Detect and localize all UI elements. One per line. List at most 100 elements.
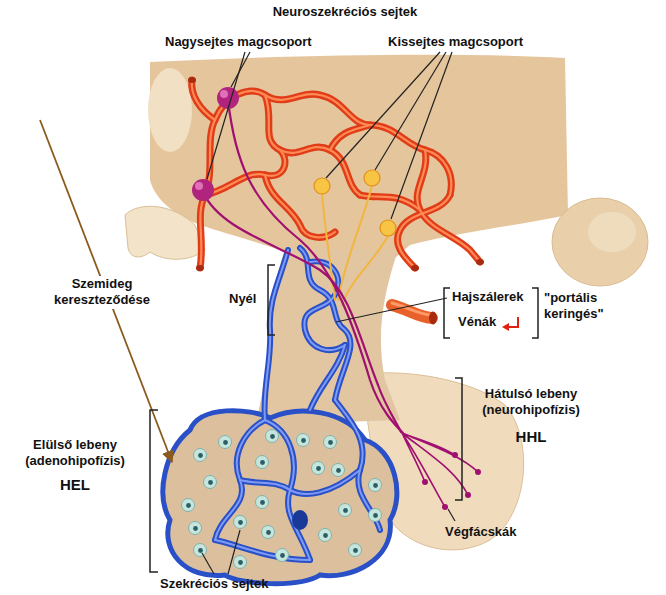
cell	[319, 529, 332, 542]
part-label: Szemideg kereszteződése	[42, 276, 162, 309]
cell	[219, 436, 232, 449]
vessel	[192, 80, 215, 120]
group-label: Kissejtes magcsoport	[388, 34, 548, 50]
vessel-end	[196, 265, 204, 271]
bracket	[444, 288, 450, 338]
vessel-end	[411, 265, 419, 271]
leader-line	[202, 553, 214, 574]
cell	[204, 476, 217, 489]
mammillary-body	[552, 198, 648, 286]
vessel-section	[292, 510, 308, 530]
leader-line	[375, 52, 446, 170]
vessel-body	[192, 80, 480, 268]
large-neuron	[192, 179, 214, 201]
lobe-label: Elülső lebeny (adenohipofízis)	[5, 437, 145, 470]
mammillary-highlight	[588, 212, 636, 252]
leader-line	[336, 298, 447, 322]
large-cell-axon	[203, 192, 401, 432]
leader-line	[391, 52, 452, 219]
small-neuron	[380, 220, 396, 236]
leader-line	[231, 52, 250, 87]
abbreviation: HHL	[466, 428, 596, 447]
vein-arrow-symbol	[502, 317, 518, 331]
small-neurons	[314, 170, 396, 236]
cell	[182, 499, 195, 512]
vessel	[330, 125, 370, 150]
small-neuron	[314, 178, 330, 194]
vessel	[330, 125, 370, 150]
abbreviation: HEL	[5, 476, 145, 495]
vessel-body	[215, 248, 380, 560]
terminal-buttons	[422, 452, 481, 510]
vessel	[192, 80, 215, 120]
cell	[349, 544, 362, 557]
terminal-button	[422, 479, 428, 485]
cell	[369, 509, 382, 522]
part-label: Hajszálerek	[452, 289, 542, 305]
cell	[234, 516, 247, 529]
small-cell-axon	[338, 186, 372, 300]
vessel	[264, 250, 288, 420]
portal-vessels	[215, 248, 380, 560]
vessel	[417, 150, 480, 262]
part-label: Nyél	[229, 291, 269, 307]
bracket	[532, 288, 538, 338]
bracket-label: "portális keringés"	[544, 290, 639, 323]
vessel	[398, 195, 450, 268]
cell	[189, 522, 202, 535]
vessel	[417, 150, 480, 262]
cell	[332, 464, 345, 477]
terminal-button	[475, 469, 481, 475]
terminal-button	[442, 504, 448, 510]
bracket	[150, 410, 158, 572]
bracket	[268, 265, 275, 335]
vessel	[265, 175, 335, 237]
vein-arrow-head	[502, 323, 509, 331]
large-neurons	[192, 87, 239, 201]
part-label: Vénák	[458, 314, 508, 330]
leader-line	[326, 52, 440, 178]
leader-line	[228, 530, 240, 574]
heading: Neuroszekréciós sejtek	[245, 4, 445, 20]
vessel	[310, 345, 345, 410]
terminal-button	[452, 452, 458, 458]
leader-line	[207, 52, 245, 179]
lobe-label: Hátulsó lebeny (neurohipofízis)	[466, 386, 596, 419]
cell	[297, 434, 310, 447]
part-label: Szekréciós sejtek	[160, 576, 310, 592]
cell	[324, 436, 337, 449]
vessel	[310, 345, 345, 410]
brain-highlight	[148, 68, 192, 152]
cell	[339, 504, 352, 517]
vessel-highlight	[192, 80, 480, 268]
cell	[262, 526, 275, 539]
vessel	[215, 540, 310, 560]
cell	[194, 449, 207, 462]
cell	[256, 456, 269, 469]
vessel	[200, 91, 451, 268]
vessel-highlight	[215, 248, 380, 560]
vessel	[200, 91, 451, 268]
cell	[369, 479, 382, 492]
leader-lines	[202, 52, 455, 574]
cell	[194, 544, 207, 557]
small-cell-axon	[342, 236, 388, 305]
neuron-highlight	[195, 182, 203, 190]
vessel	[265, 420, 310, 560]
vessel	[215, 540, 310, 560]
axons	[203, 100, 478, 507]
vessel	[264, 250, 288, 420]
small-neuron	[364, 170, 380, 186]
cell	[312, 462, 325, 475]
leader-line	[448, 509, 455, 521]
optic-chiasm	[125, 206, 205, 259]
axon-terminals	[402, 433, 478, 507]
neuron-highlight	[220, 90, 228, 98]
vessel-end	[429, 312, 437, 325]
part-label: Végfácskák	[445, 524, 545, 540]
cell	[266, 430, 279, 443]
vessel-end	[188, 77, 196, 83]
vessel	[265, 175, 335, 237]
vessel	[265, 95, 360, 195]
